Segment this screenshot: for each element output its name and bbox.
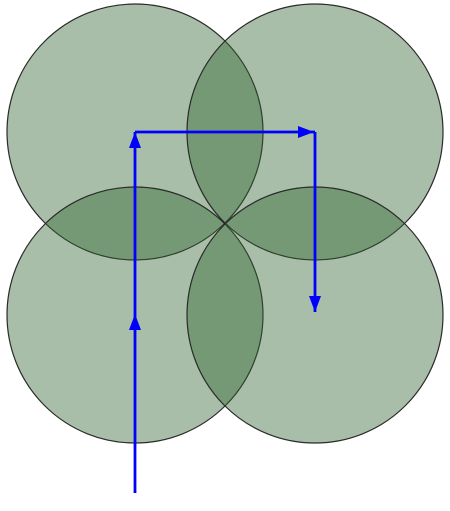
arrowhead-up-upper [129,132,141,148]
arrowhead-up-lower [129,314,141,330]
arrowhead-down [309,296,321,312]
arrow-path-group [129,126,321,493]
arrowhead-right [298,126,314,138]
circles-group [6,3,444,444]
